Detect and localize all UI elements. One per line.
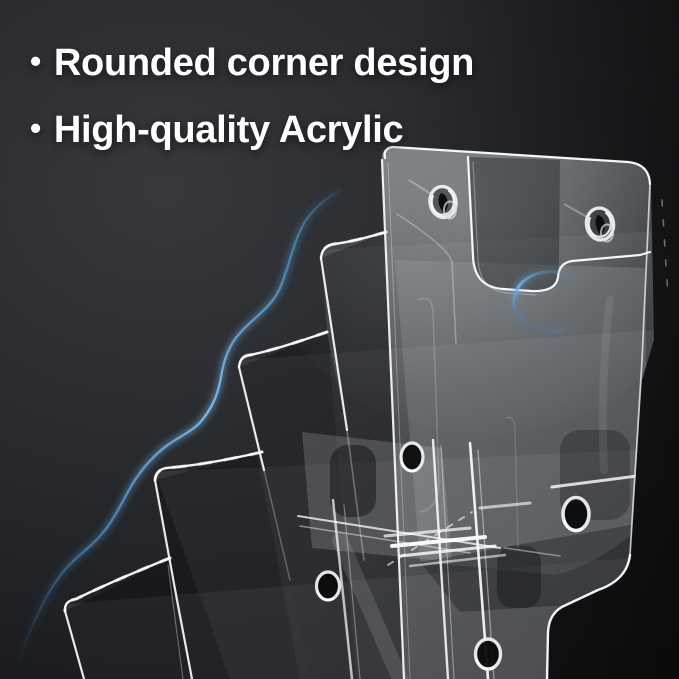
keyhole-mount-right	[563, 203, 616, 243]
back-panel-outer-dashes	[661, 199, 669, 299]
back-panel-top-edge	[383, 145, 652, 186]
tier-4-edges	[63, 556, 172, 679]
blue-wave-line	[17, 188, 343, 664]
tier-3-edges	[153, 450, 264, 679]
feature-label: Rounded corner design	[53, 42, 475, 84]
reflection-streak	[563, 203, 588, 218]
bullet-icon: •	[30, 110, 41, 146]
feature-label: High-quality Acrylic	[53, 109, 404, 151]
feature-line-rounded-corner: • Rounded corner design	[30, 30, 474, 97]
feature-list: • Rounded corner design • High-quality A…	[30, 30, 474, 164]
tier-panel-3	[155, 448, 654, 679]
corner-cutout-edge	[466, 155, 652, 293]
back-panel-corner-edge	[545, 553, 632, 679]
blue-wave-highlight	[16, 187, 344, 665]
panel-gap-shadows	[65, 232, 404, 679]
finger-holes	[314, 441, 591, 671]
keyhole-mount-left	[408, 179, 458, 220]
acrylic-edge-highlights	[63, 145, 669, 679]
acrylic-holder-body	[65, 147, 654, 679]
tier-1-edges	[319, 230, 388, 561]
back-panel-left-edge	[380, 158, 406, 679]
feature-line-acrylic: • High-quality Acrylic	[30, 97, 474, 164]
back-panel-right-edge	[629, 183, 651, 556]
finger-hole	[314, 570, 342, 602]
reflection-streak	[408, 179, 432, 195]
finger-hole	[399, 441, 425, 473]
bullet-icon: •	[30, 43, 41, 79]
divider-edges	[331, 438, 495, 679]
corner-highlight-arc	[511, 268, 569, 335]
finger-hole	[561, 495, 591, 533]
finger-hole	[473, 637, 503, 671]
tier-panel-4	[65, 554, 654, 679]
